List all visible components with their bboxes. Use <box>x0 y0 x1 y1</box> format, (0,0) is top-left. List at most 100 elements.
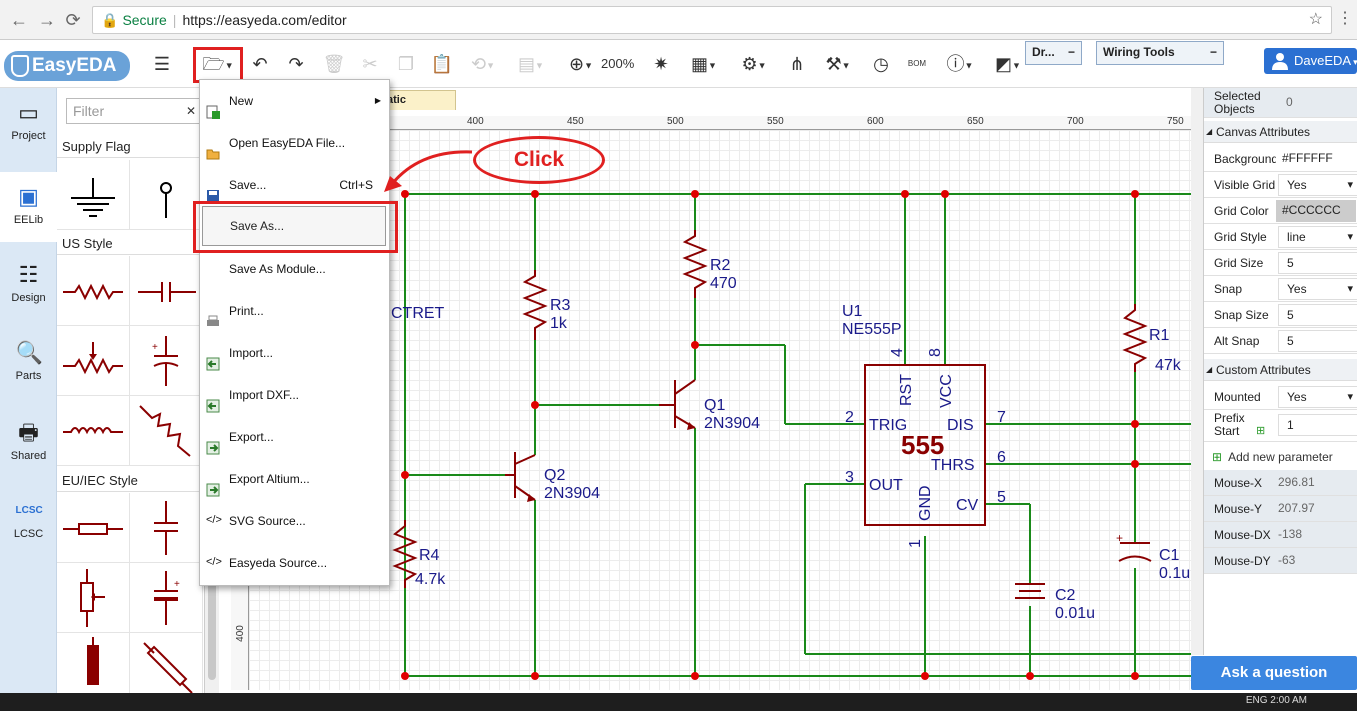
reload-icon[interactable]: ⟳ <box>65 10 81 30</box>
save-as-highlight <box>193 201 398 253</box>
nav-eelib[interactable]: ▣EELib <box>0 172 57 242</box>
us-polarized-cap[interactable]: + <box>130 326 203 396</box>
menu-import-dxf[interactable]: Import DXF... <box>200 374 389 416</box>
arrow-left-icon[interactable]: ← <box>10 10 28 30</box>
menu-print[interactable]: Print... <box>200 290 389 332</box>
label-c2-value: 0.01u <box>1055 605 1095 622</box>
menu-svg-source[interactable]: </>SVG Source... <box>206 514 306 528</box>
align-icon[interactable]: ▤▼ <box>518 54 544 74</box>
menu-import[interactable]: Import... <box>200 332 389 374</box>
canvas-attributes-section[interactable]: Canvas Attributes <box>1204 121 1357 143</box>
ask-question-button[interactable]: Ask a question <box>1191 656 1357 690</box>
eu-potentiometer[interactable] <box>57 563 130 633</box>
code-icon: </> <box>206 556 222 568</box>
nav-shared[interactable]: 🖶Shared <box>10 420 47 462</box>
zoom-icon[interactable]: ⊕▼ <box>568 54 593 74</box>
magic-wand-icon[interactable]: ✷ <box>653 54 669 74</box>
menu-open-easyeda-file[interactable]: Open EasyEDA File... <box>200 122 389 164</box>
eu-polarized-cap[interactable]: + <box>130 563 203 633</box>
browser-menu-icon[interactable]: ⋮ <box>1337 10 1353 27</box>
mouse-dy-row: Mouse-DY-63 <box>1204 548 1357 574</box>
menu-save-as-module[interactable]: Save As Module... <box>229 262 326 276</box>
paste-icon[interactable]: 📋 <box>430 54 454 74</box>
us-resistor-diagonal[interactable] <box>130 396 203 466</box>
history-icon[interactable]: ◷ <box>873 54 889 74</box>
add-parameter-link[interactable]: ⊞Add new parameter <box>1212 450 1333 464</box>
section-us-style[interactable]: US Style <box>57 233 204 255</box>
arrow-right-icon[interactable]: → <box>38 10 56 30</box>
properties-panel: Selected Objects 0 Canvas Attributes Bac… <box>1203 88 1357 655</box>
add-small-icon[interactable]: ⊞ <box>1256 425 1266 437</box>
label-q2: Q2 <box>544 467 565 484</box>
us-inductor[interactable] <box>57 396 130 466</box>
eu-resistor[interactable] <box>57 493 130 563</box>
menu-save[interactable]: Save...Ctrl+S <box>200 164 389 206</box>
label-555: 555 <box>901 430 944 460</box>
eu-capacitor[interactable] <box>130 493 203 563</box>
section-eu-iec-style[interactable]: EU/IEC Style <box>57 470 204 492</box>
label-c1: C1 <box>1159 547 1180 564</box>
share-icon: 🖶 <box>18 420 39 445</box>
undo-icon[interactable]: ↶ <box>252 54 268 74</box>
pin-vcc: VCC <box>938 374 955 408</box>
section-supply-flag[interactable]: Supply Flag <box>57 136 204 158</box>
us-capacitor[interactable] <box>130 256 203 326</box>
pin-trig: TRIG <box>869 417 907 434</box>
filter-input[interactable]: Filter✕ <box>66 98 201 124</box>
minimize-icon[interactable]: − <box>1067 45 1075 59</box>
document-list-icon[interactable]: ☰ <box>153 54 171 74</box>
user-icon <box>1272 53 1288 70</box>
bookmark-star-icon[interactable]: ☆ <box>1308 11 1323 28</box>
component-bodies <box>392 230 1152 599</box>
us-potentiometer[interactable] <box>57 326 130 396</box>
eu-fuse[interactable] <box>57 633 130 693</box>
rotate-icon[interactable]: ⟲▼ <box>470 54 495 74</box>
clear-icon[interactable]: ✕ <box>185 104 196 118</box>
copy-icon[interactable]: ❐ <box>397 54 415 74</box>
submenu-arrow-icon: ▶ <box>374 96 381 105</box>
menu-export-altium[interactable]: Export Altium... <box>200 458 389 500</box>
label-r3-value: 1k <box>550 315 568 332</box>
settings-gear-icon[interactable]: ⚙▼ <box>741 54 767 74</box>
tools-icon[interactable]: ⚒▼ <box>825 54 851 74</box>
nav-design[interactable]: ☷Design <box>11 262 46 304</box>
cut-icon[interactable]: ✂ <box>362 54 378 74</box>
menu-export[interactable]: Export... <box>200 416 389 458</box>
theme-icon[interactable]: ◩▼ <box>995 54 1021 74</box>
bom-icon[interactable]: BOM <box>907 59 927 68</box>
file-open-button[interactable]: 🗁▼ <box>202 54 234 74</box>
export-icon <box>206 472 220 497</box>
properties-scrollbar[interactable] <box>1191 88 1203 655</box>
custom-attributes-section[interactable]: Custom Attributes <box>1204 359 1357 381</box>
secure-label: Secure <box>122 12 167 28</box>
delete-icon[interactable]: 🗑 <box>322 54 346 74</box>
resistor-icon <box>63 283 123 301</box>
tab-schematic[interactable]: atic <box>374 90 456 110</box>
nav-project[interactable]: ▭Project <box>11 100 46 142</box>
label-r2: R2 <box>710 257 731 274</box>
minimize-icon[interactable]: − <box>1209 45 1217 59</box>
ground-symbol[interactable] <box>57 160 130 230</box>
redo-icon[interactable]: ↷ <box>288 54 304 74</box>
info-icon[interactable]: ⓘ▼ <box>946 54 974 74</box>
new-file-icon <box>206 94 220 119</box>
menu-save-as[interactable]: Save As... <box>202 206 386 246</box>
us-resistor[interactable] <box>57 256 130 326</box>
netlist-icon[interactable]: ▦▼ <box>691 54 717 74</box>
address-bar[interactable]: 🔒Secure|https://easyeda.com/editor ☆ <box>92 6 1332 34</box>
schematic-labels: CTRET R2 470 R3 1k R4 4.7k R1 47k Q1 2N3… <box>391 257 1190 622</box>
eu-resistor-diagonal[interactable] <box>130 633 203 693</box>
user-menu-button[interactable]: DaveEDA▾ <box>1264 48 1357 74</box>
nav-parts[interactable]: 🔍Parts <box>15 340 43 382</box>
menu-new[interactable]: New▶ <box>200 80 389 122</box>
wiring-tools-panel[interactable]: Wiring Tools− <box>1096 41 1224 65</box>
open-button-highlight <box>193 47 243 83</box>
svg-text:+: + <box>152 342 158 353</box>
share-icon[interactable]: ⋔ <box>789 54 805 74</box>
plus-icon: ⊞ <box>1212 450 1223 464</box>
menu-easyeda-source[interactable]: </>Easyeda Source... <box>206 556 328 570</box>
schematic-canvas[interactable]: atic 400 450 500 550 600 650 700 750 400 <box>219 88 1191 693</box>
drawing-tools-panel[interactable]: Dr...− <box>1025 41 1082 65</box>
